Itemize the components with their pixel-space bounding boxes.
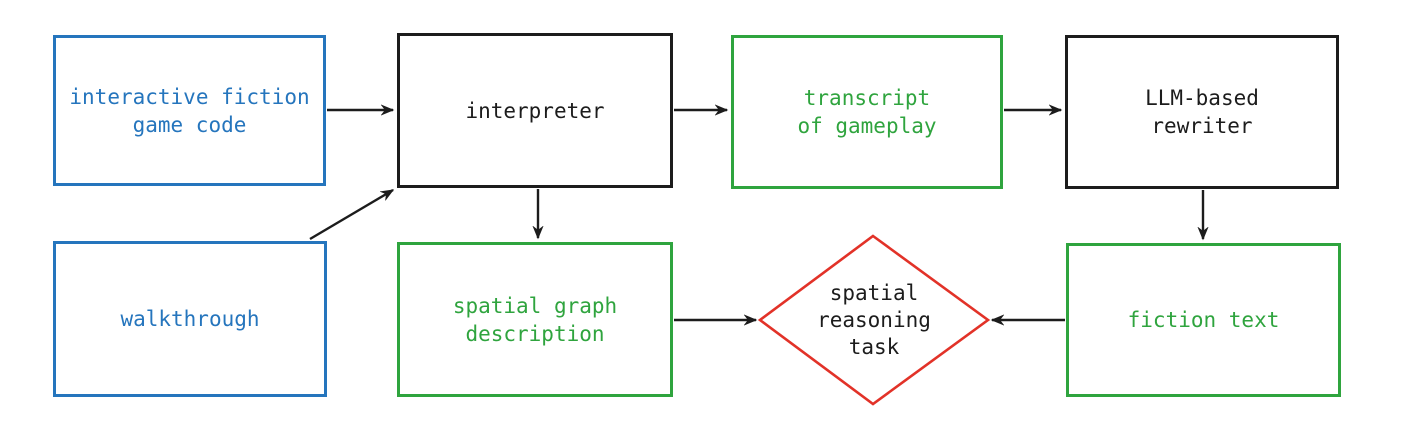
node-walkthrough: walkthrough (53, 241, 327, 397)
node-fiction-text: fiction text (1066, 243, 1341, 397)
node-task-label: spatial reasoning task (817, 280, 931, 359)
node-game-code: interactive fiction game code (53, 35, 326, 186)
node-task-label-wrap: spatial reasoning task (764, 279, 984, 361)
node-rewriter: LLM-based rewriter (1065, 35, 1339, 189)
edge-walkthrough-to-interpreter (309, 188, 393, 241)
node-transcript: transcript of gameplay (731, 35, 1003, 189)
node-spatial-graph: spatial graph description (397, 242, 673, 397)
node-fiction-text-label: fiction text (1127, 308, 1280, 332)
node-task-diamond (757, 234, 991, 406)
node-game-code-label: interactive fiction game code (69, 84, 310, 137)
node-walkthrough-label: walkthrough (120, 307, 260, 331)
node-interpreter-label: interpreter (465, 98, 605, 123)
node-rewriter-label: LLM-based rewriter (1145, 86, 1259, 138)
node-interpreter: interpreter (397, 33, 673, 188)
node-spatial-graph-label: spatial graph description (452, 293, 618, 346)
node-transcript-label: transcript of gameplay (797, 86, 937, 138)
